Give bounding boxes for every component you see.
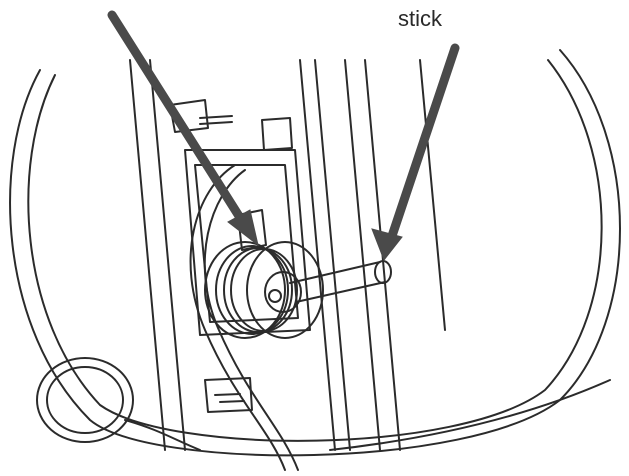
bracket-tab-left xyxy=(169,99,209,133)
cable-left-2 xyxy=(203,169,299,471)
spool-hub xyxy=(264,271,302,313)
arrow-left-head xyxy=(227,209,259,247)
lower-bracket xyxy=(204,377,253,413)
arrow-stick-shaft xyxy=(387,43,460,241)
cable-left xyxy=(189,164,286,471)
spool-top-clip xyxy=(237,209,267,251)
housing-inner-arc xyxy=(27,59,603,442)
spool-front-face xyxy=(246,241,324,339)
frame-rail-left xyxy=(129,59,186,451)
spool-center-screw xyxy=(268,289,282,303)
arrow-stick-head xyxy=(371,228,403,262)
bracket-plate xyxy=(184,149,311,336)
base-line-right xyxy=(329,379,611,451)
frame-rail-far-right xyxy=(419,59,446,331)
bottom-fitting-inner xyxy=(46,366,124,434)
small-screw-top xyxy=(199,115,233,125)
bracket-tab-top xyxy=(261,117,293,151)
bottom-fitting xyxy=(36,357,134,443)
stick-rod xyxy=(289,261,386,303)
frame-rail-center xyxy=(299,59,351,451)
housing-outer-arc xyxy=(9,49,621,457)
spool-winding-2 xyxy=(223,247,293,333)
spool-winding-1 xyxy=(215,245,289,335)
lower-clip xyxy=(214,393,245,403)
stick-rod-end xyxy=(374,260,392,284)
arrow-left-shaft xyxy=(107,10,249,229)
stick-label: stick xyxy=(398,6,442,31)
bottom-fitting-neck xyxy=(124,419,201,451)
spool-back-flange xyxy=(204,241,286,339)
frame-rail-right xyxy=(344,59,401,451)
